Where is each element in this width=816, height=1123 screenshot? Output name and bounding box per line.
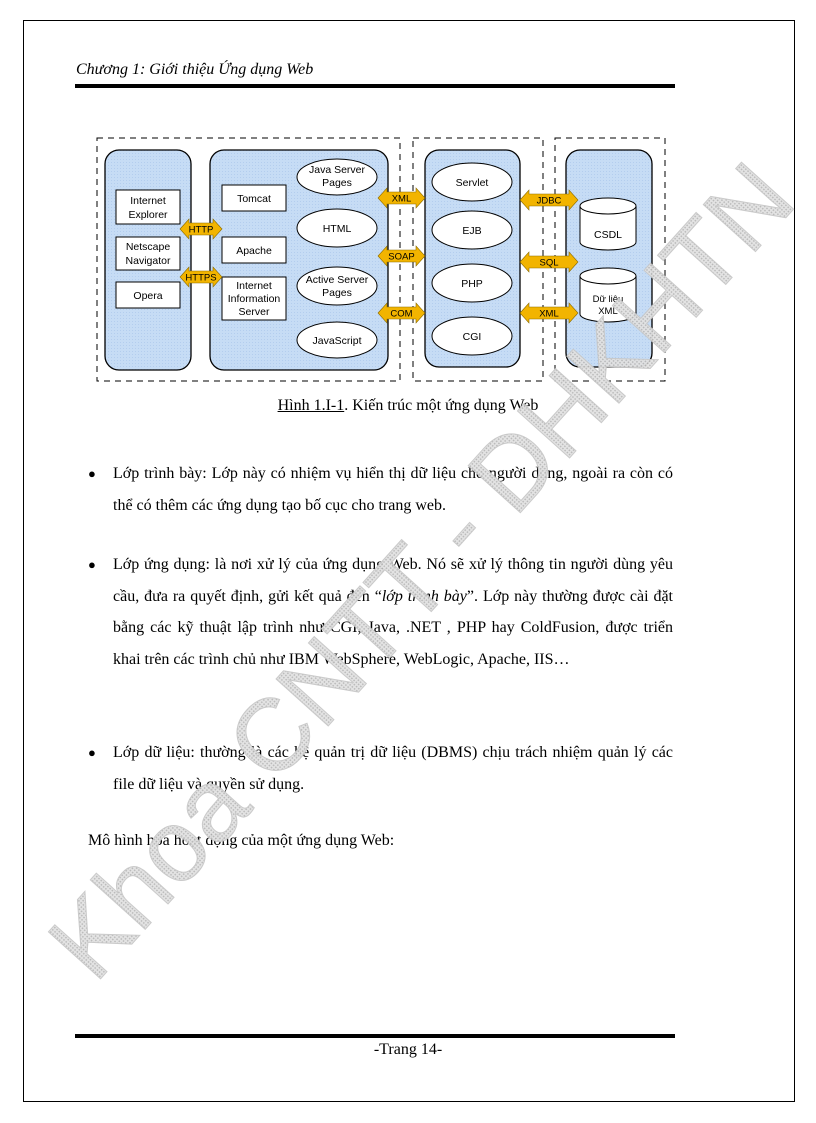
bullet-presentation-layer: ● Lớp trình bày: Lớp này có nhiệm vụ hiể… [88,458,673,521]
bullet-icon: ● [88,557,96,572]
database-panel [565,149,653,368]
footer-rule [75,1034,675,1038]
ellipse-php [431,263,513,303]
ellipse-javascript [296,321,378,359]
box-netscape [115,236,181,271]
label-jsp-2: Pages [322,177,352,189]
label-csdl: CSDL [594,229,622,241]
ellipse-ejb [431,210,513,250]
bullet-icon: ● [88,466,96,481]
chapter-header: Chương 1: Giới thiệu Ứng dụng Web [76,61,314,78]
box-apache [221,236,287,264]
arrow-xml-middle-icon [377,187,426,209]
box-opera [115,281,181,309]
text: ”. Lớp này thường được cài đặt bằng các … [113,587,674,668]
label-opera: Opera [133,290,162,302]
label-iis-3: Server [239,306,270,318]
arrow-jdbc-icon [519,189,579,211]
label-iis-2: Information [228,293,281,305]
label-javascript: JavaScript [312,335,361,347]
box-iis [221,276,287,321]
italic-term: lớp trình bày [381,587,467,605]
figure-title: . Kiến trúc một ứng dụng Web [344,397,539,414]
arrow-xml-middle-label: XML [392,194,412,205]
label-ie-2: Explorer [128,209,168,221]
architecture-diagram: Internet Explorer Netscape Navigator Ope… [96,137,666,382]
label-ns-1: Netscape [126,241,171,253]
label-xml-data-1: Dữ liệu [593,294,624,305]
page-border [23,20,795,1102]
label-ie-1: Internet [130,195,166,207]
arrow-xml-data-label: XML [539,309,559,320]
arrow-https-label: HTTPS [185,273,216,284]
ellipse-html [296,208,378,248]
label-jsp-1: Java Server [309,164,366,176]
ellipse-asp [296,266,378,306]
label-ejb: EJB [462,225,481,237]
cylinder-xml-data [579,267,637,323]
arrow-http-icon [179,218,223,240]
arrow-xml-data-icon [519,302,579,324]
arrow-soap-label: SOAP [388,252,414,263]
cylinder-csdl [579,197,637,251]
bullet-icon: ● [88,745,96,760]
label-servlet: Servlet [456,177,489,189]
label-xml-data-2: XML [598,306,618,317]
box-internet-explorer [115,189,181,225]
ellipse-servlet [431,162,513,202]
page-number: -Trang 14- [373,1041,443,1058]
bullet-data-layer: ● Lớp dữ liệu: thường là các hệ quản trị… [88,737,673,800]
arrow-soap-icon [377,245,426,267]
label-php: PHP [461,278,483,290]
label-iis-1: Internet [236,280,272,292]
figure-number: Hình 1.I-1 [277,397,345,414]
label-asp-2: Pages [322,287,352,299]
label-html: HTML [323,223,352,235]
figure-caption: Hình 1.I-1. Kiến trúc một ứng dụng Web [0,397,816,415]
ellipse-cgi [431,316,513,356]
arrow-https-icon [179,266,223,288]
label-ns-2: Navigator [126,255,171,267]
section-intro: Mô hình hóa hoạt động của một ứng dụng W… [88,832,395,849]
label-apache: Apache [236,245,272,257]
arrow-jdbc-label: JDBC [537,196,562,207]
label-cgi: CGI [463,331,482,343]
arrow-http-label: HTTP [189,225,214,236]
label-asp-1: Active Server [306,274,369,286]
arrow-sql-icon [519,251,579,273]
arrow-com-icon [377,302,426,324]
box-tomcat [221,184,287,212]
appserver-panel [424,149,521,368]
text: Lớp ứng dụng: là nơi xử lý của ứng dụng … [113,556,673,605]
tier-box-presentation [96,137,401,382]
label-tomcat: Tomcat [237,193,271,205]
arrow-com-label: COM [390,309,412,320]
arrow-sql-label: SQL [539,258,558,269]
ellipse-jsp [296,158,378,196]
bullet-application-layer: ● Lớp ứng dụng: là nơi xử lý của ứng dụn… [88,549,673,675]
header-rule [75,84,675,88]
